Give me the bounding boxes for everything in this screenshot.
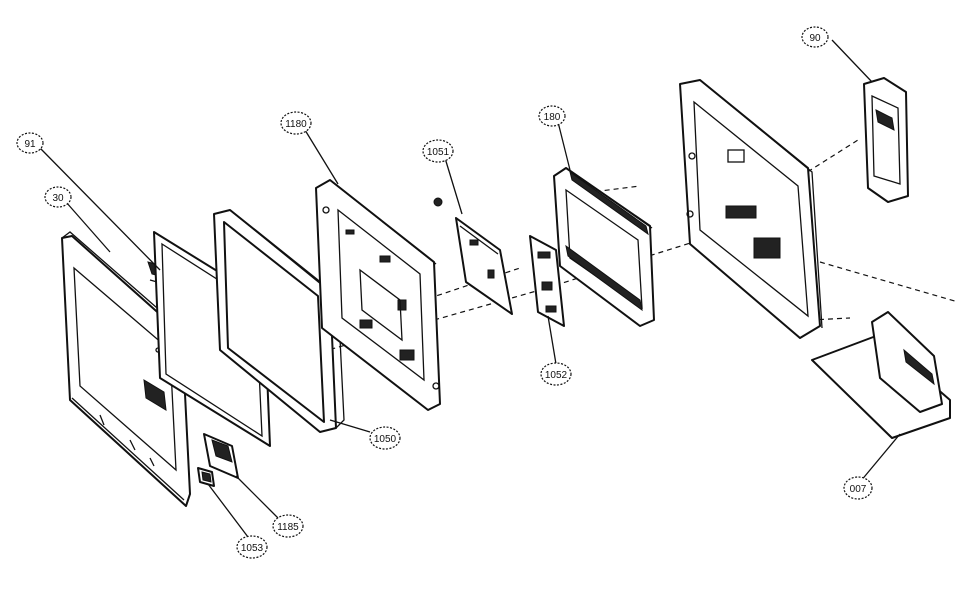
power-board-part [433,197,513,315]
callout-1051-label: 1051 [427,147,450,158]
callout-91-label: 91 [24,139,36,150]
front-bezel-part [61,231,191,507]
callout-180: 180 [538,105,566,127]
small-connector-part [197,467,215,487]
callout-180-label: 180 [544,112,561,123]
handle-part [863,77,909,203]
lcd-panel-part [213,209,345,433]
callout-1052-label: 1052 [545,370,568,381]
callout-1050: 1050 [369,426,401,450]
callout-90-label: 90 [809,33,821,44]
callout-90: 90 [801,26,829,48]
callout-007-label: 007 [850,484,867,495]
callout-1180-label: 1180 [285,119,307,130]
callout-1051: 1051 [422,139,454,163]
callout-1185-label: 1185 [277,522,299,533]
callout-007: 007 [843,476,873,500]
callout-1185: 1185 [272,514,304,538]
callout-1050-label: 1050 [374,434,397,445]
callout-91: 91 [16,132,44,154]
signal-board-part [529,235,565,327]
callout-30: 30 [44,186,72,208]
leader-lines [39,39,901,542]
main-chassis-part [315,179,441,411]
stand-base-part [811,311,951,439]
back-cover-part [679,79,823,339]
callout-1180: 1180 [280,111,312,135]
callout-1053: 1053 [236,535,268,559]
callout-1053-label: 1053 [241,543,264,554]
shield-frame-part [553,167,655,327]
callout-1052: 1052 [540,362,572,386]
callout-30-label: 30 [52,193,64,204]
